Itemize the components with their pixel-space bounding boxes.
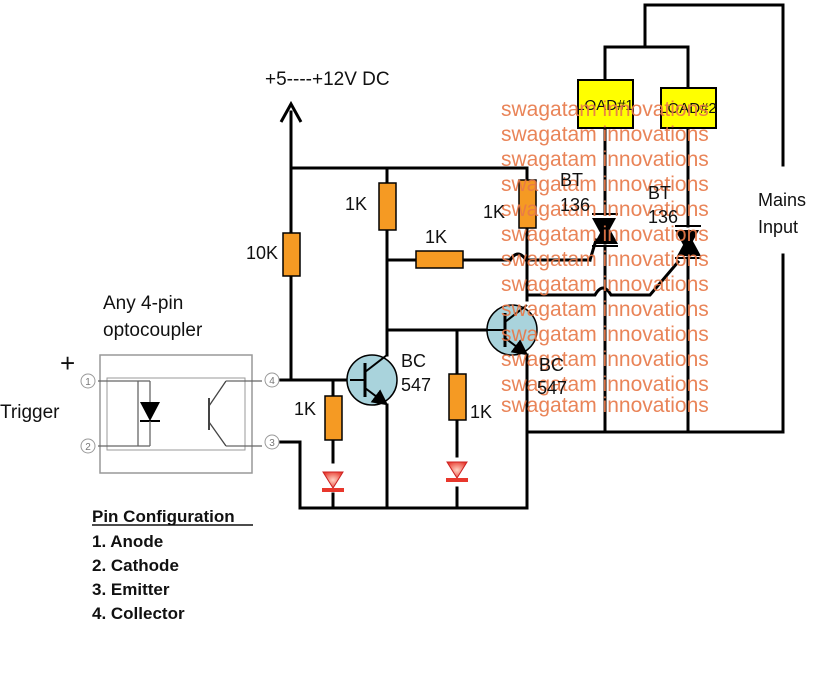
resistor-1k-base [324,395,343,441]
watermark-line-7: swagatam innovations [501,248,709,271]
load-1: LOAD#1 [576,79,634,129]
triac-2-label-line-1: BT [648,183,671,203]
watermark-line-6: swagatam innovations [501,223,709,246]
resistor-1k-top [378,182,397,231]
trigger-label: Trigger [0,402,60,423]
watermark-line-13: swagatam innovations [501,394,709,417]
watermark-line-4: swagatam innovations [501,173,709,196]
led-2 [446,461,468,482]
transistor-q1 [346,354,398,406]
load-2: LOAD#2 [659,87,717,129]
opto-title-line-2: optocoupler [103,320,203,341]
watermark-line-11: swagatam innovations [501,348,709,371]
pin-2-label: 2 [85,442,91,453]
pin-3-label: 3 [269,438,275,449]
plus-sign: + [60,348,75,378]
r1k-right-label: 1K [483,202,505,222]
r1k-led2-label: 1K [470,402,492,422]
load-1-label: LOAD#1 [576,97,634,114]
pin-config-item-3: 3. Emitter [92,580,170,599]
r10k-label: 10K [246,243,278,263]
triac-1-label-line-1: BT [560,170,583,190]
watermark-line-1: swagatam innovations [501,98,709,121]
resistor-1k-mid [415,250,464,269]
supply-label: +5----+12V DC [265,69,390,90]
watermark-line-2: swagatam innovations [501,123,709,146]
mains-label-line-2: Input [758,217,798,237]
q1-label-line-1: BC [401,351,426,371]
wires [270,3,785,510]
q2-label-line-2: 547 [537,378,567,398]
triac-1-label-line-2: 136 [560,195,590,215]
resistor-10k [282,232,301,277]
triac-1 [592,213,618,247]
r1k-base-label: 1K [294,399,316,419]
r1k-top-label: 1K [345,194,367,214]
pin-config-item-2: 2. Cathode [92,556,179,575]
watermark-line-8: swagatam innovations [501,273,709,296]
supply-arrow [279,100,303,170]
pin-config-item-4: 4. Collector [92,604,185,623]
pin-config-title: Pin Configuration [92,507,235,526]
load-2-label: LOAD#2 [659,100,717,117]
r1k-mid-label: 1K [425,227,447,247]
watermark: swagatam innovations swagatam innovation… [501,98,709,417]
triac-2 [675,225,701,259]
triac-2-label-line-2: 136 [648,207,678,227]
led-1 [322,471,344,492]
pin-configuration: Pin Configuration 1. Anode 2. Cathode 3.… [92,507,253,623]
q1-label-line-2: 547 [401,375,431,395]
resistor-1k-led2 [448,373,467,421]
watermark-line-12: swagatam innovations [501,373,709,396]
watermark-line-10: swagatam innovations [501,323,709,346]
resistor-1k-right [518,179,537,229]
watermark-line-5: swagatam innovations [501,198,709,221]
optocoupler: 1 2 3 4 [80,354,280,474]
watermark-line-9: swagatam innovations [501,298,709,321]
watermark-line-3: swagatam innovations [501,148,709,171]
transistor-q2 [486,304,538,356]
pin-1-label: 1 [85,377,91,388]
q2-label-line-1: BC [539,355,564,375]
pin-4-label: 4 [269,376,275,387]
pin-config-item-1: 1. Anode [92,532,163,551]
opto-title-line-1: Any 4-pin [103,293,183,314]
mains-label-line-1: Mains [758,190,806,210]
